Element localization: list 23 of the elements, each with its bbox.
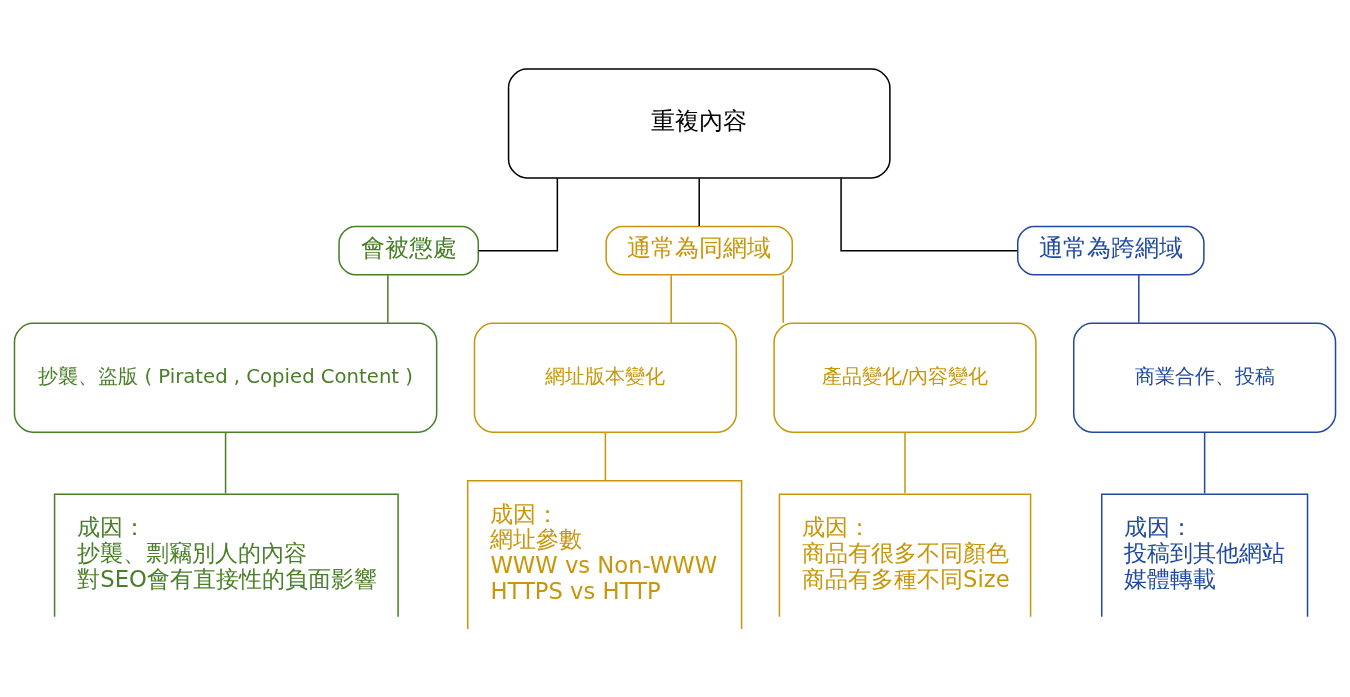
node-box: 抄襲、盜版 ( Pirated , Copied Content ) — [13, 322, 438, 433]
node-text: 成因： 抄襲、剽竊別人的內容 對SEO會有直接性的負面影響 — [77, 513, 377, 592]
node-box: 重複內容 — [507, 67, 891, 179]
connector — [904, 431, 906, 494]
node-text: 成因： 投稿到其他網站 媒體轉載 — [1124, 513, 1286, 592]
connector — [698, 176, 700, 227]
node-text: 成因： 網址參數 WWW vs Non-WWW HTTPS vs HTTP — [490, 500, 718, 604]
connector — [840, 176, 1018, 251]
node-text: 成因： 商品有很多不同顏色 商品有多種不同Size — [802, 513, 1010, 592]
node-box: 產品變化/內容變化 — [773, 322, 1037, 433]
connector — [782, 273, 784, 324]
connector — [670, 273, 672, 324]
node-box: 通常為跨網域 — [1017, 225, 1205, 276]
connector — [477, 176, 559, 251]
node-box: 商業合作、投稿 — [1073, 322, 1337, 433]
node-box: 網址版本變化 — [473, 322, 738, 433]
connector — [604, 431, 607, 481]
connector — [1203, 431, 1206, 494]
node-box: 會被懲處 — [338, 225, 480, 276]
connector — [224, 431, 227, 494]
connector — [1138, 273, 1140, 324]
connector — [387, 273, 389, 324]
node-box: 通常為同網域 — [605, 225, 794, 276]
